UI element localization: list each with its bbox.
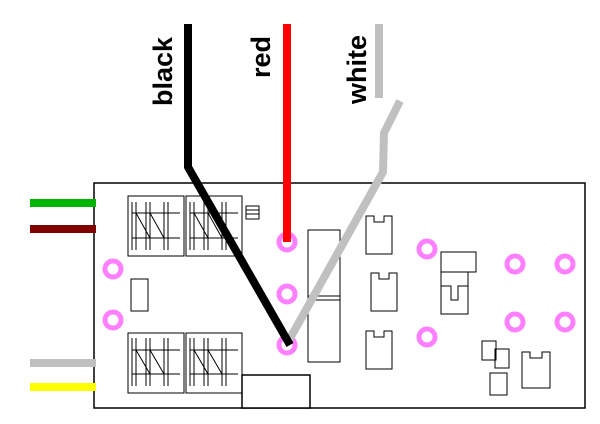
component-left-small <box>130 278 149 312</box>
black-wire <box>184 24 294 347</box>
solder-pad-left-lower <box>102 309 124 331</box>
white-wire-bent <box>284 99 404 344</box>
wire-label-red: red <box>246 36 276 78</box>
component-right-top <box>440 251 477 273</box>
solder-pad-left-upper <box>102 258 124 280</box>
transistor-group-lower <box>127 332 243 394</box>
chip-large-upper <box>307 229 341 301</box>
wire-label-white: white <box>342 35 372 105</box>
component-bottom <box>241 374 311 409</box>
solder-pad-center-lower <box>416 326 438 348</box>
solder-pad-center-upper <box>416 238 438 260</box>
solder-pad-white <box>276 283 298 305</box>
solder-pads <box>102 231 576 356</box>
solder-pad-right-4 <box>554 311 576 333</box>
solder-pad-right-1 <box>504 253 526 275</box>
wire-label-black: black <box>148 36 178 106</box>
small-parts-lower-right <box>481 340 551 396</box>
capacitor-group <box>365 215 398 370</box>
component-right-mid <box>440 272 469 315</box>
solder-pad-right-3 <box>504 311 526 333</box>
solder-pad-right-2 <box>554 253 576 275</box>
chip-large-lower <box>307 295 341 363</box>
